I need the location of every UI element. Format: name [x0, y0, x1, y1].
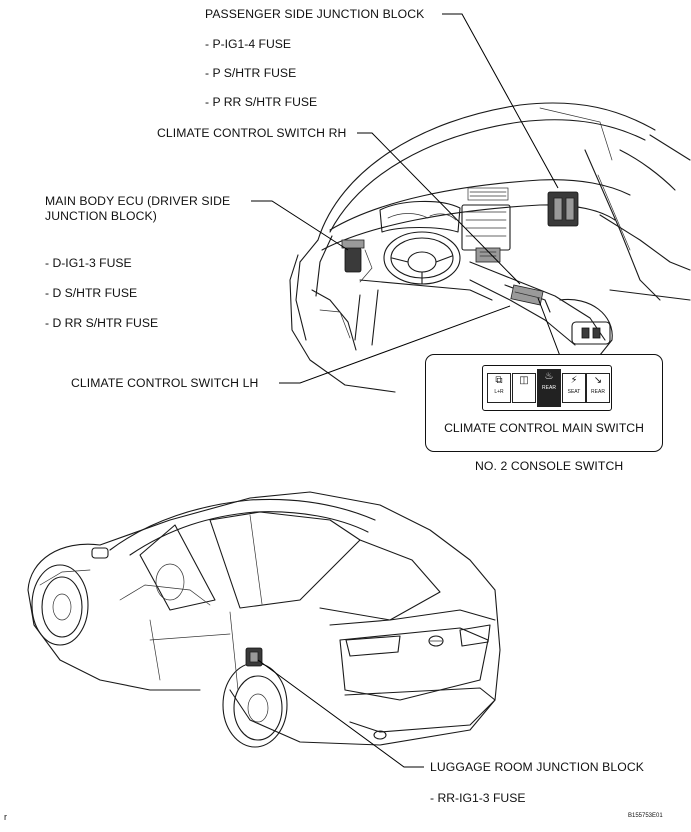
driver-fuse-2: - D S/HTR FUSE	[45, 286, 138, 300]
passenger-fuse-3: - P RR S/HTR FUSE	[205, 95, 318, 109]
leader-lines	[251, 13, 561, 768]
passenger-junction-block-label: PASSENGER SIDE JUNCTION BLOCK	[205, 7, 425, 21]
exterior-illustration	[27, 491, 501, 748]
climate-control-switch-rh-label: CLIMATE CONTROL SWITCH RH	[157, 126, 347, 140]
passenger-fuse-1: - P-IG1-4 FUSE	[205, 37, 292, 51]
seat-lr-button: ⧉ L+R	[487, 373, 511, 403]
main-body-ecu-label-line2: JUNCTION BLOCK)	[45, 209, 157, 223]
driver-fuse-3: - D RR S/HTR FUSE	[45, 316, 159, 330]
driver-fuse-1: - D-IG1-3 FUSE	[45, 256, 132, 270]
seat-recline-rear-icon: ↘	[593, 375, 603, 386]
seat-heater-rear-button: ♨ REAR	[537, 369, 561, 407]
dual-button: ◫	[512, 373, 536, 403]
climate-control-switch-lh-label: CLIMATE CONTROL SWITCH LH	[71, 376, 259, 390]
corner-mark: r	[4, 812, 7, 822]
luggage-fuse-1: - RR-IG1-3 FUSE	[430, 791, 526, 805]
interior-illustration	[289, 102, 691, 393]
main-body-ecu-label-line1: MAIN BODY ECU (DRIVER SIDE	[45, 194, 231, 208]
document-code: B155753E01	[628, 813, 663, 819]
climate-control-main-switch-callout: ⧉ L+R ◫ ♨ REAR ⚡ SEAT ↘ REAR CLIMATE CON…	[425, 354, 663, 452]
seat-recline-rear-button: ↘ REAR	[586, 373, 610, 403]
dual-icon: ◫	[519, 375, 529, 386]
seat-heater-button: ⚡ SEAT	[562, 373, 586, 403]
passenger-fuse-2: - P S/HTR FUSE	[205, 66, 297, 80]
seat-lr-icon: ⧉	[495, 375, 503, 386]
seat-heater-icon: ⚡	[570, 375, 578, 386]
console-switch-label: NO. 2 CONSOLE SWITCH	[475, 459, 624, 473]
switch-panel: ⧉ L+R ◫ ♨ REAR ⚡ SEAT ↘ REAR	[482, 365, 612, 411]
seat-heater-rear-icon: ♨	[544, 371, 554, 382]
luggage-room-junction-block-label: LUGGAGE ROOM JUNCTION BLOCK	[430, 760, 644, 774]
climate-control-main-switch-label: CLIMATE CONTROL MAIN SWITCH	[444, 421, 644, 435]
